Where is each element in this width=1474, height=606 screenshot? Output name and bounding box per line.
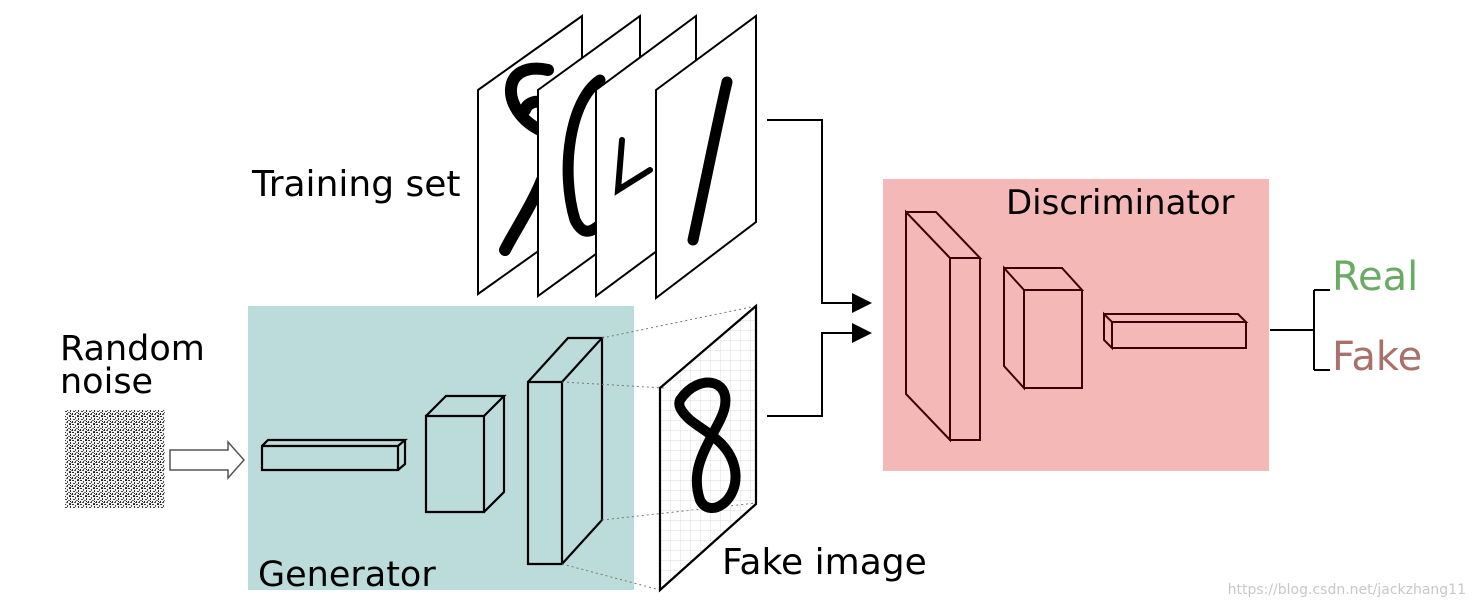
generator-layer-1 [260,438,408,472]
random-noise-label-line2: noise [60,362,153,402]
fake-image-label: Fake image [722,542,927,583]
discriminator-label: Discriminator [1006,183,1235,223]
discriminator-panel [883,179,1269,471]
random-noise-image [65,410,165,508]
training-set-cards [477,14,757,301]
fake-to-discriminator-connector [767,323,872,417]
fake-output-label: Fake [1332,334,1422,380]
output-bracket [1270,289,1330,371]
training-set-label: Training set [251,164,461,205]
discriminator-layer-3 [1103,311,1249,351]
random-noise-label-line1: Random [60,329,205,369]
generator-label: Generator [258,555,436,595]
generator-layer-2 [424,394,507,514]
discriminator-layer-1 [905,209,983,443]
discriminator-layers [905,209,1249,443]
projection-lines [561,305,757,591]
generator-panel [248,306,634,590]
real-output-label: Real [1332,254,1418,300]
noise-to-generator-arrow [169,440,246,480]
training-card-4 [655,14,757,301]
watermark: https://blog.csdn.net/jackzhang11 [1228,582,1466,598]
connector-lines [767,119,872,417]
training-to-discriminator-connector [767,119,872,313]
discriminator-layer-2 [1003,265,1085,391]
fake-image-card [658,303,758,593]
